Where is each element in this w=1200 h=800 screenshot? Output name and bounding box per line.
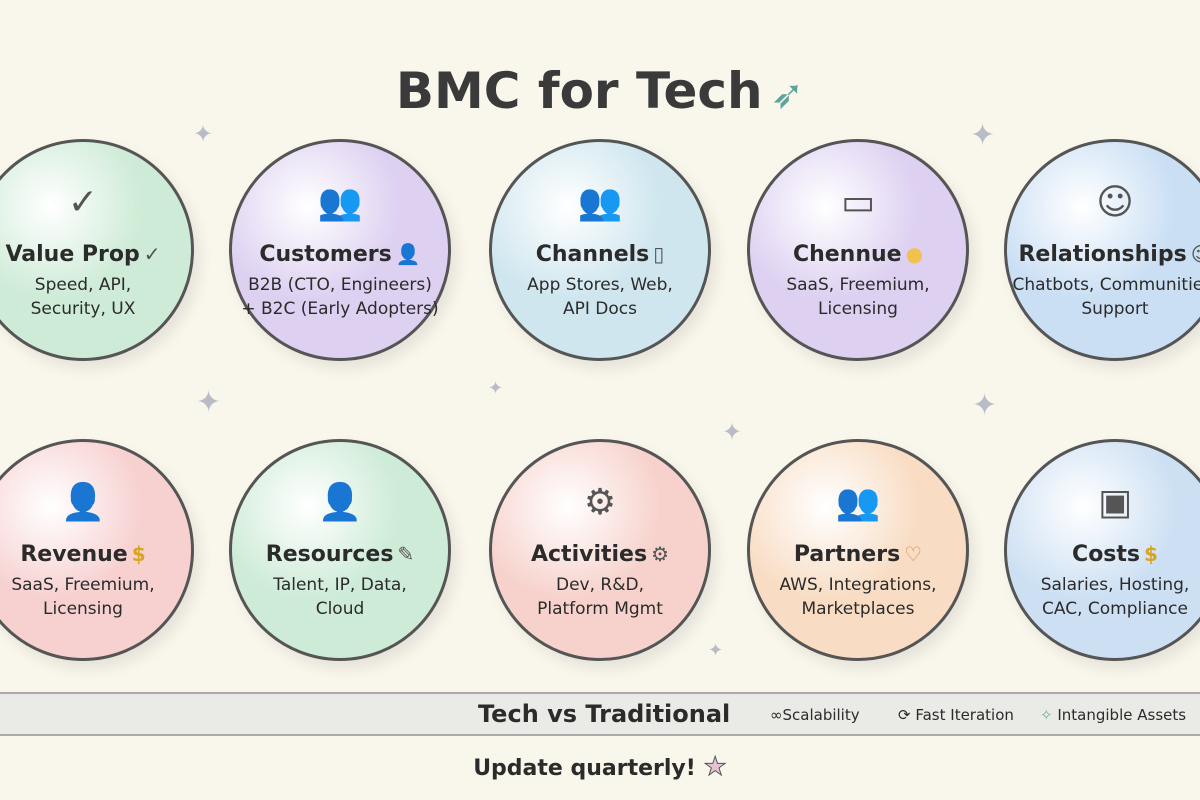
- block-desc-line2: Licensing: [818, 299, 898, 319]
- block-desc-line1: SaaS, Freemium,: [11, 575, 155, 595]
- block-label: Costs$: [1007, 542, 1200, 567]
- sparkle-icon: ✦: [972, 388, 998, 423]
- block-desc-line2: Licensing: [43, 599, 123, 619]
- band-item-label: Intangible Assets: [1057, 706, 1187, 724]
- block-desc-line1: Dev, R&D,: [556, 575, 644, 595]
- block-desc-line1: AWS, Integrations,: [779, 575, 937, 595]
- block-title: Resources: [265, 542, 394, 567]
- page-title: BMC for Tech➶: [0, 62, 1200, 120]
- sparkle-icon: ✦: [970, 118, 996, 153]
- block-desc-line2: CAC, Compliance: [1042, 599, 1188, 619]
- block-desc-line2: Security, UX: [30, 299, 136, 319]
- heart-icon: ♡: [904, 542, 923, 566]
- comparison-band: Tech vs Traditional ∞Scalability ⟳ Fast …: [0, 692, 1200, 736]
- dollar-icon: $: [1144, 542, 1158, 566]
- bmc-block-channels: 👥 Channels▯ App Stores, Web, API Docs: [489, 139, 711, 361]
- users-icon: 👥: [577, 182, 623, 223]
- diamond-icon: ✧: [1040, 706, 1053, 724]
- check-circle-icon: ✓: [67, 182, 99, 223]
- bmc-block-relationships: ☺ Relationships☺ Chatbots, Communities, …: [1004, 139, 1200, 361]
- block-desc-line2: API Docs: [563, 299, 637, 319]
- bmc-block-customers: 👥 Customers👤 B2B (CTO, Engineers) + B2C …: [229, 139, 451, 361]
- block-title: Revenue: [20, 542, 128, 567]
- phone-icon: ▯: [653, 242, 665, 266]
- sparkle-icon: ✦: [708, 640, 724, 661]
- browser-window-icon: ▭: [840, 182, 875, 223]
- block-desc-line1: Talent, IP, Data,: [273, 575, 407, 595]
- block-title: Costs: [1072, 542, 1141, 567]
- dollar-icon: $: [131, 542, 146, 566]
- footer-note: Update quarterly! ★: [0, 752, 1200, 783]
- gear-icon: ⚙: [651, 542, 670, 566]
- block-title: Partners: [793, 542, 901, 567]
- sparkle-icon: ✦: [193, 120, 214, 148]
- block-title: Activities: [530, 542, 648, 567]
- footer-text: Update quarterly!: [473, 756, 696, 781]
- block-desc-line2: Support: [1081, 299, 1149, 319]
- sparkle-icon: ✦: [196, 385, 222, 420]
- block-desc-line1: SaaS, Freemium,: [786, 275, 930, 295]
- chat-smile-icon: ☺: [1096, 182, 1134, 223]
- refresh-icon: ⟳: [898, 706, 911, 724]
- bmc-block-activities: ⚙ Activities⚙ Dev, R&D, Platform Mgmt: [489, 439, 711, 661]
- block-desc-line1: Chatbots, Communities,: [1012, 275, 1200, 295]
- infinity-icon: ∞: [770, 706, 783, 724]
- bmc-block-costs: ▣ Costs$ Salaries, Hosting, CAC, Complia…: [1004, 439, 1200, 661]
- block-title: Chennue: [792, 242, 902, 267]
- gear-icon: ⚙: [583, 482, 617, 523]
- person-icon: 👤: [317, 482, 363, 523]
- sparkle-icon: ✦: [488, 378, 504, 399]
- box-icon: ▣: [1097, 482, 1132, 523]
- title-text: BMC for Tech: [395, 62, 763, 120]
- users-icon: 👥: [835, 482, 881, 523]
- person-card-icon: 👤: [60, 482, 106, 523]
- block-desc-line2: Platform Mgmt: [537, 599, 663, 619]
- block-label: Value Prop✓: [0, 242, 191, 267]
- users-icon: 👥: [317, 182, 363, 223]
- block-desc-line1: Salaries, Hosting,: [1040, 575, 1190, 595]
- band-title: Tech vs Traditional: [478, 700, 731, 728]
- block-desc-line2: Marketplaces: [801, 599, 915, 619]
- rocket-icon: ➶: [770, 72, 805, 118]
- star-icon: ★: [703, 752, 727, 783]
- block-title: Channels: [535, 242, 650, 267]
- block-label: Revenue$: [0, 542, 191, 567]
- bmc-block-value-prop: ✓ Value Prop✓ Speed, API, Security, UX: [0, 139, 194, 361]
- smile-icon: ☺: [1191, 242, 1200, 266]
- sparkle-icon: ✦: [722, 418, 743, 446]
- block-desc-line1: App Stores, Web,: [527, 275, 673, 295]
- block-desc-line2: Cloud: [315, 599, 365, 619]
- block-desc-line1: B2B (CTO, Engineers): [248, 275, 432, 295]
- pen-icon: ✎: [397, 542, 415, 566]
- band-item-intangible-assets: ✧ Intangible Assets: [1040, 706, 1186, 724]
- block-label: Activities⚙: [492, 542, 708, 567]
- block-title: Customers: [259, 242, 392, 267]
- band-item-label: Fast Iteration: [915, 706, 1014, 724]
- bmc-block-chennue: ▭ Chennue● SaaS, Freemium, Licensing: [747, 139, 969, 361]
- band-item-fast-iteration: ⟳ Fast Iteration: [898, 706, 1014, 724]
- block-desc-line1: Speed, API,: [34, 275, 132, 295]
- person-icon: 👤: [395, 242, 421, 266]
- check-icon: ✓: [143, 242, 161, 266]
- block-label: Customers👤: [232, 242, 448, 267]
- bmc-block-partners: 👥 Partners♡ AWS, Integrations, Marketpla…: [747, 439, 969, 661]
- block-label: Relationships☺: [1007, 242, 1200, 267]
- band-item-scalability: ∞Scalability: [770, 706, 860, 724]
- block-label: Resources✎: [232, 542, 448, 567]
- bmc-block-resources: 👤 Resources✎ Talent, IP, Data, Cloud: [229, 439, 451, 661]
- block-title: Value Prop: [5, 242, 140, 267]
- block-label: Channels▯: [492, 242, 708, 267]
- block-title: Relationships: [1018, 242, 1187, 267]
- block-label: Partners♡: [750, 542, 966, 567]
- bmc-block-revenue: 👤 Revenue$ SaaS, Freemium, Licensing: [0, 439, 194, 661]
- speech-bubble-icon: ●: [905, 242, 924, 266]
- block-label: Chennue●: [750, 242, 966, 267]
- band-item-label: Scalability: [782, 706, 860, 724]
- block-desc-line2: + B2C (Early Adopters): [241, 299, 439, 319]
